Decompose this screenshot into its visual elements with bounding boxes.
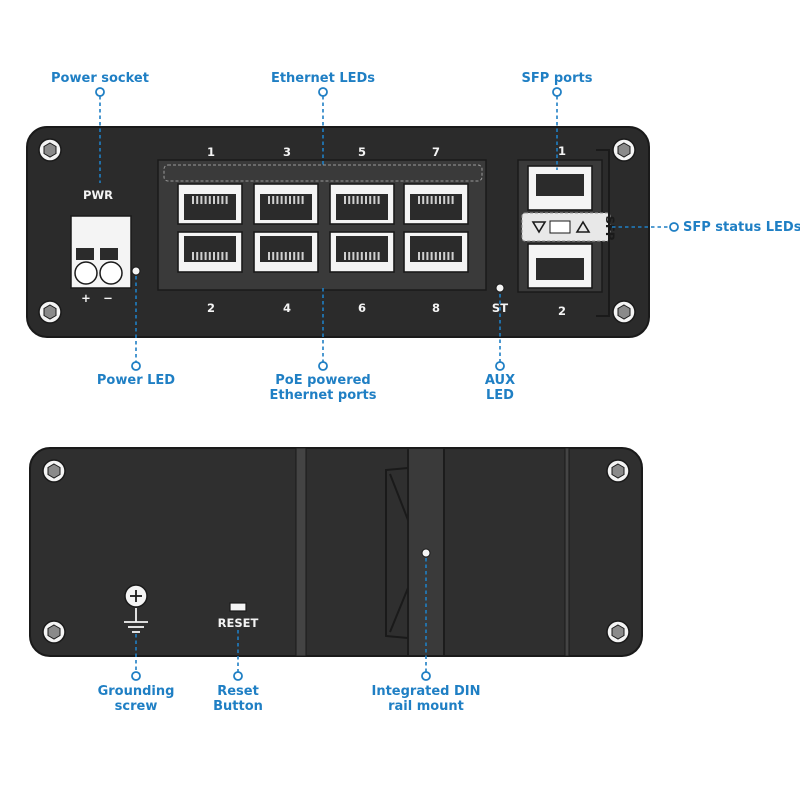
grounding-screw-icon: [124, 584, 148, 608]
svg-text:Ethernet ports: Ethernet ports: [270, 388, 377, 403]
ethernet-port-1[interactable]: [177, 183, 243, 225]
svg-text:Grounding: Grounding: [98, 684, 175, 699]
svg-text:rail mount: rail mount: [388, 699, 464, 714]
front-screw-tr-icon: [612, 138, 636, 162]
ethernet-port-8[interactable]: [403, 231, 469, 273]
reset-button[interactable]: [229, 602, 247, 612]
svg-text:Ethernet LEDs: Ethernet LEDs: [271, 71, 375, 86]
port-label-7: 7: [432, 145, 440, 159]
sfp-top-number: 1: [558, 144, 566, 158]
callout-power-led: Power LED: [97, 276, 175, 388]
port-label-2: 2: [207, 301, 215, 315]
ethernet-port-5[interactable]: [329, 183, 395, 225]
reset-label: RESET: [218, 616, 259, 630]
front-panel: PWR + − 1 3 5 7 2 4 6 8 ST: [26, 126, 650, 338]
port-label-5: 5: [358, 145, 366, 159]
port-label-6: 6: [358, 301, 366, 315]
svg-text:Power LED: Power LED: [97, 373, 175, 388]
svg-text:SFP ports: SFP ports: [522, 71, 593, 86]
svg-text:SFP status LEDs: SFP status LEDs: [683, 220, 800, 235]
power-led: [131, 266, 141, 276]
ethernet-port-7[interactable]: [403, 183, 469, 225]
ethernet-ports: [177, 183, 469, 273]
din-rail-mount: [385, 447, 445, 657]
ground-symbol-icon: [124, 608, 148, 633]
sfp-led-up-icon: [575, 220, 591, 233]
pwr-label: PWR: [83, 188, 113, 202]
callout-power-socket: Power socket: [51, 71, 149, 183]
bottom-screw-tl-icon: [42, 459, 66, 483]
ethernet-port-3[interactable]: [253, 183, 319, 225]
callout-sfp-ports: SFP ports: [522, 71, 593, 170]
port-label-4: 4: [283, 301, 291, 315]
svg-text:screw: screw: [115, 699, 158, 714]
bottom-screw-bl-icon: [42, 620, 66, 644]
bottom-screw-br-icon: [606, 620, 630, 644]
ethernet-port-4[interactable]: [253, 231, 319, 273]
callout-ethernet-leds: Ethernet LEDs: [271, 71, 375, 166]
bottom-screw-tr-icon: [606, 459, 630, 483]
front-screw-tl-icon: [38, 138, 62, 162]
sfp-led-down-icon: [531, 221, 547, 234]
svg-text:LED: LED: [486, 388, 514, 403]
callout-din-rail: Integrated DIN rail mount: [372, 558, 481, 714]
bottom-panel: RESET: [29, 447, 643, 657]
sfp-port-1[interactable]: [527, 165, 593, 211]
callout-aux-led: AUX LED: [485, 294, 515, 403]
svg-text:AUX: AUX: [485, 373, 515, 388]
port-label-1: 1: [207, 145, 215, 159]
sfp-cages: [517, 159, 611, 293]
callout-poe-ports: PoE powered Ethernet ports: [270, 288, 377, 403]
sfp-port-2[interactable]: [527, 243, 593, 289]
plus-label: +: [81, 291, 91, 305]
svg-text:Power socket: Power socket: [51, 71, 149, 86]
ethernet-port-6[interactable]: [329, 231, 395, 273]
port-label-8: 8: [432, 301, 440, 315]
ethernet-port-2[interactable]: [177, 231, 243, 273]
sfp-bottom-number: 2: [558, 304, 566, 318]
ethernet-led-strip: [163, 164, 483, 182]
front-screw-br-icon: [612, 300, 636, 324]
callout-sfp-status-leds: SFP status LEDs: [612, 220, 800, 235]
svg-text:PoE powered: PoE powered: [275, 373, 370, 388]
front-screw-bl-icon: [38, 300, 62, 324]
port-label-3: 3: [283, 145, 291, 159]
minus-label: −: [103, 291, 113, 305]
svg-text:Integrated DIN: Integrated DIN: [372, 684, 481, 699]
power-connector[interactable]: [70, 215, 132, 289]
svg-text:Reset: Reset: [217, 684, 259, 699]
callout-grounding-screw: Grounding screw: [98, 634, 175, 714]
sfp-label: SFP: [603, 216, 617, 241]
svg-text:Button: Button: [213, 699, 263, 714]
callout-reset-button: Reset Button: [213, 630, 263, 714]
aux-led: [495, 283, 505, 293]
